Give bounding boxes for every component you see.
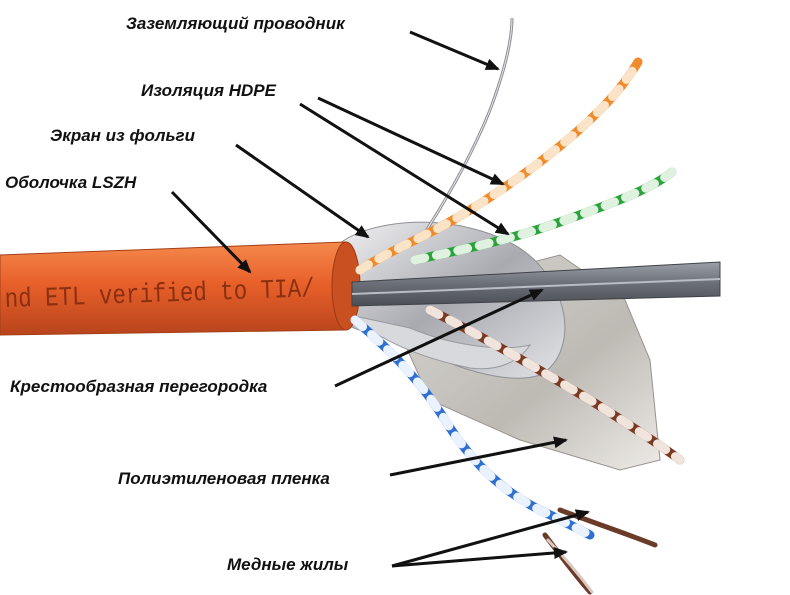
copper-tail-1 bbox=[557, 507, 658, 548]
copper-tail-3 bbox=[546, 538, 594, 594]
arrow-ground-wire bbox=[409, 30, 500, 71]
cross-filler bbox=[351, 261, 721, 307]
arrow-pe-film bbox=[389, 436, 568, 477]
annotation-arrows bbox=[170, 30, 590, 568]
arrow-jacket bbox=[170, 190, 252, 274]
cross-filler-ridge bbox=[351, 278, 721, 295]
label-cross-filler: Крестообразная перегородка bbox=[10, 377, 268, 396]
foil-fold bbox=[349, 314, 532, 370]
label-jacket: Оболочка LSZH bbox=[5, 173, 137, 192]
label-ground-wire: Заземляющий проводник bbox=[126, 14, 345, 33]
ground-wire-highlight bbox=[419, 17, 513, 241]
label-hdpe: Изоляция HDPE bbox=[141, 81, 276, 100]
arrow-cross-filler bbox=[334, 288, 544, 388]
arrow-copper-1 bbox=[391, 509, 590, 568]
label-pe-film: Полиэтиленовая пленка bbox=[118, 469, 330, 488]
orange-pair-wire-b bbox=[355, 57, 643, 275]
label-foil: Экран из фольги bbox=[50, 126, 195, 145]
label-copper: Медные жилы bbox=[227, 555, 349, 574]
green-pair-wire-b bbox=[410, 167, 677, 265]
arrow-hdpe-green bbox=[299, 102, 510, 236]
arrow-copper-2 bbox=[391, 546, 568, 568]
brown-pair-wire-b bbox=[425, 305, 685, 465]
arrow-foil bbox=[235, 143, 370, 239]
arrow-hdpe-orange bbox=[317, 96, 505, 186]
